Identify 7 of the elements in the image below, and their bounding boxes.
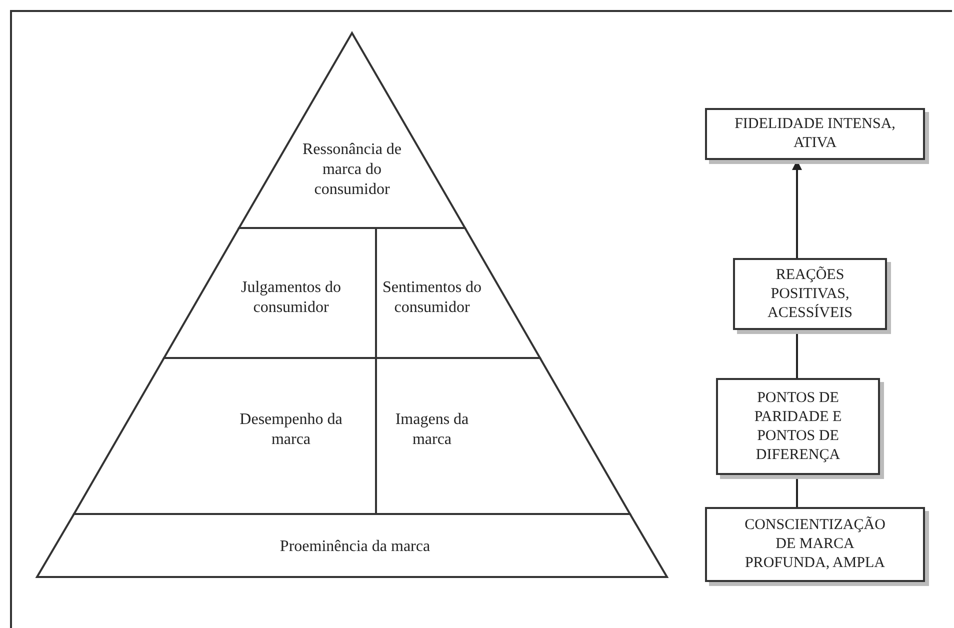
- stage-label: CONSCIENTIZAÇÃO DE MARCA PROFUNDA, AMPLA: [744, 516, 886, 573]
- section-label: Ressonância de marca do consumidor: [300, 128, 404, 212]
- section-label: Desempenho da marca: [236, 400, 346, 460]
- stage-label: PONTOS DE PARIDADE E PONTOS DE DIFERENÇA: [753, 388, 843, 464]
- stage-label: FIDELIDADE INTENSA, ATIVA: [734, 115, 896, 153]
- stage-label: REAÇÕES POSITIVAS, ACESSÍVEIS: [766, 266, 854, 322]
- section-label: Imagens da marca: [380, 400, 484, 460]
